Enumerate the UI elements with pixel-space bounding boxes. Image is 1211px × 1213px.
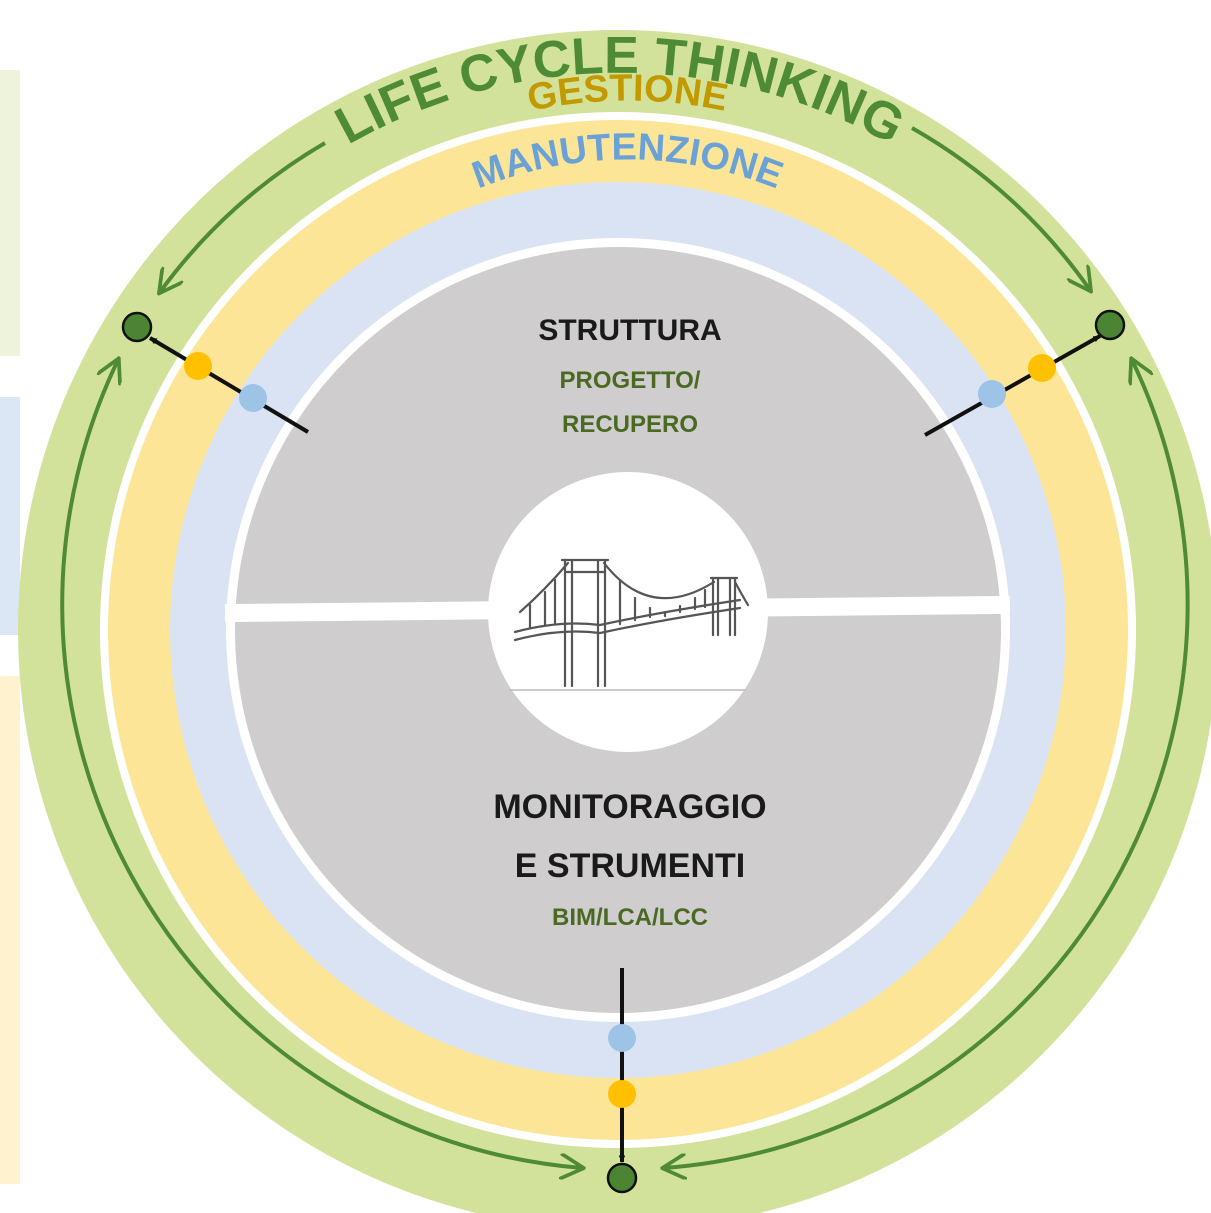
core-lower-title-1: MONITORAGGIO bbox=[493, 788, 766, 826]
node-green-left bbox=[121, 311, 153, 343]
node-blue-right bbox=[978, 380, 1006, 408]
arrow-top-right bbox=[911, 126, 1090, 290]
node-blue-left bbox=[239, 384, 267, 412]
side-panel-green bbox=[0, 70, 20, 356]
arrow-right-bottom bbox=[664, 360, 1190, 1168]
core-upper-subtitle-1: PROGETTO/ bbox=[560, 367, 701, 394]
node-green-bottom bbox=[606, 1162, 638, 1194]
node-yellow-bottom bbox=[608, 1080, 636, 1108]
node-green-right bbox=[1094, 309, 1126, 341]
node-blue-bottom bbox=[608, 1024, 636, 1052]
core-lower-title-2: E STRUMENTI bbox=[515, 847, 745, 885]
radial-arrow-right bbox=[924, 334, 1101, 437]
side-panel-yellow bbox=[0, 676, 20, 1184]
core-lower-subtitle: BIM/LCA/LCC bbox=[552, 904, 708, 931]
core-upper-subtitle-2: RECUPERO bbox=[562, 411, 698, 438]
node-yellow-left bbox=[184, 352, 212, 380]
side-panel-blue bbox=[0, 397, 20, 635]
node-yellow-right bbox=[1028, 354, 1056, 382]
arrow-top-left bbox=[160, 141, 327, 292]
arrow-left-bottom bbox=[60, 360, 582, 1168]
core-upper-title: STRUTTURA bbox=[538, 314, 721, 347]
radial-arrow-left bbox=[148, 336, 310, 434]
